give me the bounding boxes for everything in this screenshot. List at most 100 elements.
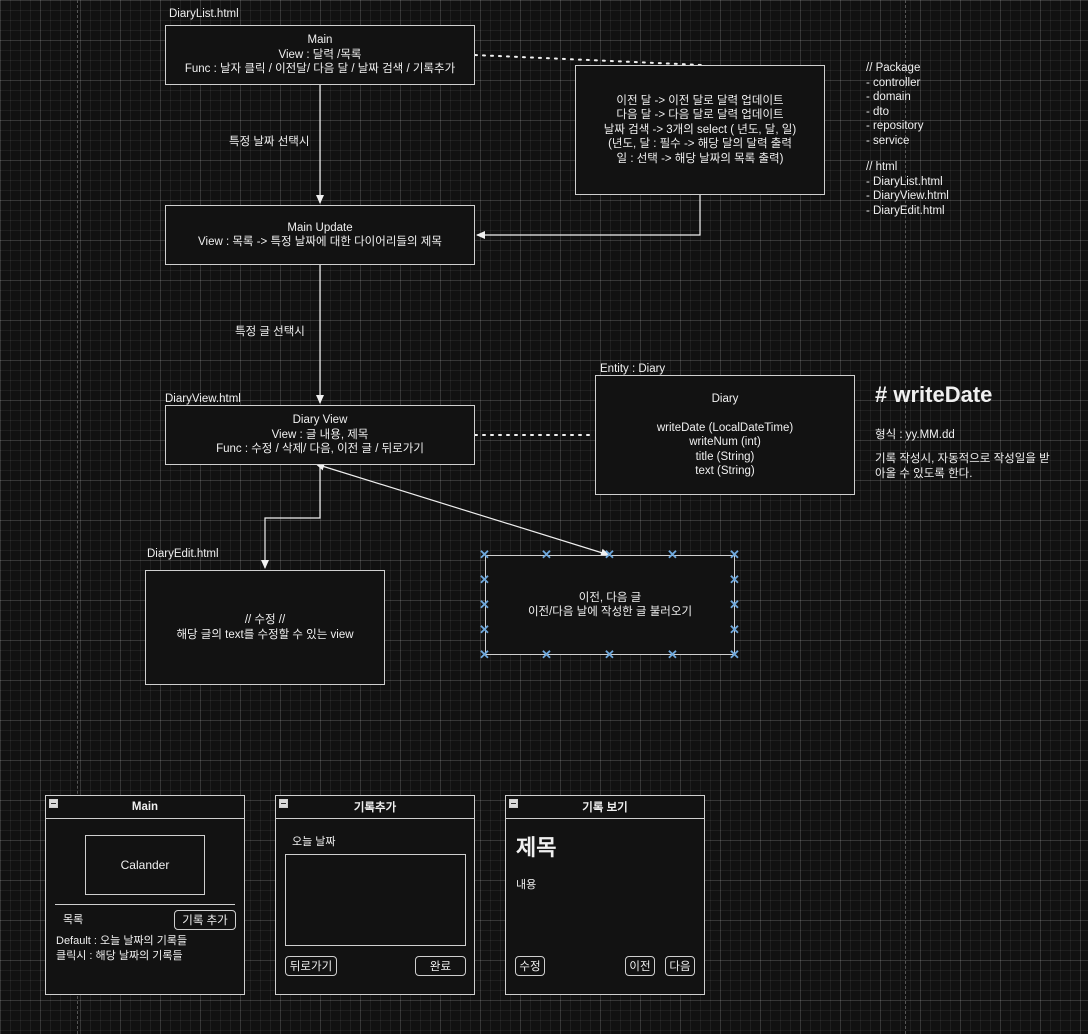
mockup-view-title: 기록 보기 [582, 802, 628, 814]
guide-line [905, 0, 906, 1034]
node-prev-next[interactable]: 이전, 다음 글 이전/다음 날에 작성한 글 불러오기 [485, 555, 735, 655]
entity-field: title (String) [695, 450, 755, 463]
package-item: - dto [866, 105, 890, 118]
list-label: 목록 [63, 914, 84, 926]
label-diaryedit: DiaryEdit.html [147, 548, 219, 560]
note-line: 일 : 선택 -> 해당 날짜의 목록 출력) [616, 152, 784, 165]
entity-name: Diary [711, 392, 739, 405]
label-entity: Entity : Diary [600, 363, 666, 375]
note-line: 이전 달 -> 이전 달로 달력 업데이트 [616, 94, 784, 107]
package-list: // Package - controller - domain - dto -… [866, 61, 924, 148]
calendar-label: Calander [120, 858, 170, 872]
html-item: - DiaryEdit.html [866, 204, 945, 217]
selection-handle[interactable]: ✕ [729, 647, 740, 662]
selection-handle[interactable]: ✕ [729, 597, 740, 612]
node-entity-diary[interactable]: Diary writeDate (LocalDateTime) writeNum… [595, 375, 855, 495]
edit-title: // 수정 // [244, 614, 286, 626]
edge-view-prevnext [315, 462, 610, 557]
mockup-main-title: Main [131, 801, 159, 813]
html-list: // html - DiaryList.html - DiaryView.htm… [866, 160, 949, 218]
selection-handle[interactable]: ✕ [541, 547, 552, 562]
node-main[interactable]: Main View : 달력 /목록 Func : 날자 클릭 / 이전달/ 다… [165, 25, 475, 85]
package-heading: // Package [866, 62, 921, 74]
selection-handle[interactable]: ✕ [729, 622, 740, 637]
post-content: 내용 [516, 879, 537, 891]
node-main-update-title: Main Update [287, 221, 353, 234]
selection-handle[interactable]: ✕ [479, 597, 490, 612]
done-button[interactable]: 완료 [415, 956, 466, 976]
selection-handle[interactable]: ✕ [479, 572, 490, 587]
mockup-add[interactable]: 기록추가 오늘 날짜 뒤로가기 완료 [275, 795, 475, 995]
selection-handle[interactable]: ✕ [479, 622, 490, 637]
selection-handle[interactable]: ✕ [604, 547, 615, 562]
entity-field: text (String) [695, 465, 755, 477]
node-main-view: View : 달력 /목록 [278, 48, 362, 61]
selection-handle[interactable]: ✕ [479, 647, 490, 662]
prevnext-desc: 이전/다음 날에 작성한 글 불러오기 [527, 606, 693, 618]
list-note-line: Default : 오늘 날짜의 기록들 [56, 935, 188, 947]
edit-desc: 해당 글의 text를 수정할 수 있는 view [176, 628, 354, 641]
prev-button[interactable]: 이전 [625, 956, 655, 976]
html-item: - DiaryList.html [866, 175, 943, 188]
add-record-button[interactable]: 기록 추가 [174, 910, 236, 930]
node-diary-edit[interactable]: // 수정 // 해당 글의 text를 수정할 수 있는 view [145, 570, 385, 685]
html-heading: // html [866, 161, 898, 173]
package-item: - controller [866, 76, 921, 89]
selection-handle[interactable]: ✕ [604, 647, 615, 662]
package-item: - domain [866, 91, 911, 103]
edge-label-select-date: 특정 날짜 선택시 [229, 136, 310, 148]
selection-handle[interactable]: ✕ [667, 647, 678, 662]
label-diarylist: DiaryList.html [169, 8, 239, 20]
writedate-desc: 기록 작성시, 자동적으로 작성일을 받 아올 수 있도록 한다. [875, 452, 1050, 481]
note-line: 날짜 검색 -> 3개의 select ( 년도, 달, 일) [603, 123, 797, 136]
post-title: 제목 [516, 835, 557, 860]
prevnext-title: 이전, 다음 글 [578, 591, 642, 604]
list-note: Default : 오늘 날짜의 기록들 클릭시 : 해당 날짜의 기록들 [56, 934, 187, 964]
minimize-icon[interactable] [279, 799, 288, 808]
text-area[interactable] [285, 854, 466, 946]
label-diaryview: DiaryView.html [165, 393, 241, 405]
node-diary-view[interactable]: Diary View View : 글 내용, 제목 Func : 수정 / 삭… [165, 405, 475, 465]
mockup-add-header: 기록추가 [276, 796, 474, 819]
node-diary-view-title: Diary View [292, 414, 348, 427]
note-line: 다음 달 -> 다음 달로 달력 업데이트 [616, 109, 784, 122]
edge-view-to-edit [261, 465, 321, 569]
next-button[interactable]: 다음 [665, 956, 695, 976]
mockup-main-header: Main [46, 796, 244, 819]
guide-line [77, 0, 78, 1034]
selection-handle[interactable]: ✕ [479, 547, 490, 562]
node-main-update[interactable]: Main Update View : 목록 -> 특정 날짜에 대한 다이어리들… [165, 205, 475, 265]
writedate-desc-line: 아올 수 있도록 한다. [875, 467, 973, 480]
node-diary-view-view: View : 글 내용, 제목 [271, 428, 369, 441]
calendar-placeholder[interactable]: Calander [85, 835, 205, 895]
entity-field: writeNum (int) [689, 436, 761, 448]
edit-button[interactable]: 수정 [515, 956, 545, 976]
divider [55, 904, 235, 905]
node-main-func: Func : 날자 클릭 / 이전달/ 다음 달 / 날짜 검색 / 기록추가 [184, 63, 456, 76]
mockup-add-title: 기록추가 [353, 802, 397, 814]
date-label: 오늘 날짜 [292, 836, 336, 848]
mockup-view-header: 기록 보기 [506, 796, 704, 819]
mockup-view[interactable]: 기록 보기 제목 내용 수정 이전 다음 [505, 795, 705, 995]
minimize-icon[interactable] [49, 799, 58, 808]
note-line: (년도, 달 : 필수 -> 해당 달의 달력 출력 [608, 138, 792, 151]
writedate-format: 형식 : yy.MM.dd [875, 429, 955, 441]
minimize-icon[interactable] [509, 799, 518, 808]
node-main-update-view: View : 목록 -> 특정 날짜에 대한 다이어리들의 제목 [198, 236, 442, 248]
back-button[interactable]: 뒤로가기 [285, 956, 337, 976]
selection-handle[interactable]: ✕ [541, 647, 552, 662]
writedate-desc-line: 기록 작성시, 자동적으로 작성일을 받 [875, 453, 1050, 465]
entity-field: writeDate (LocalDateTime) [656, 421, 794, 434]
selection-handle[interactable]: ✕ [667, 547, 678, 562]
html-item: - DiaryView.html [866, 190, 949, 202]
node-diary-view-func: Func : 수정 / 삭제/ 다음, 이전 글 / 뒤로가기 [216, 443, 424, 456]
selection-handle[interactable]: ✕ [729, 547, 740, 562]
node-calendar-note[interactable]: 이전 달 -> 이전 달로 달력 업데이트 다음 달 -> 다음 달로 달력 업… [575, 65, 825, 195]
package-item: - repository [866, 120, 924, 132]
link-main-note [474, 54, 703, 66]
selection-handle[interactable]: ✕ [729, 572, 740, 587]
edge-note-to-update [476, 195, 701, 239]
package-item: - service [866, 134, 910, 147]
mockup-main[interactable]: Main Calander 목록 기록 추가 Default : 오늘 날짜의 … [45, 795, 245, 995]
